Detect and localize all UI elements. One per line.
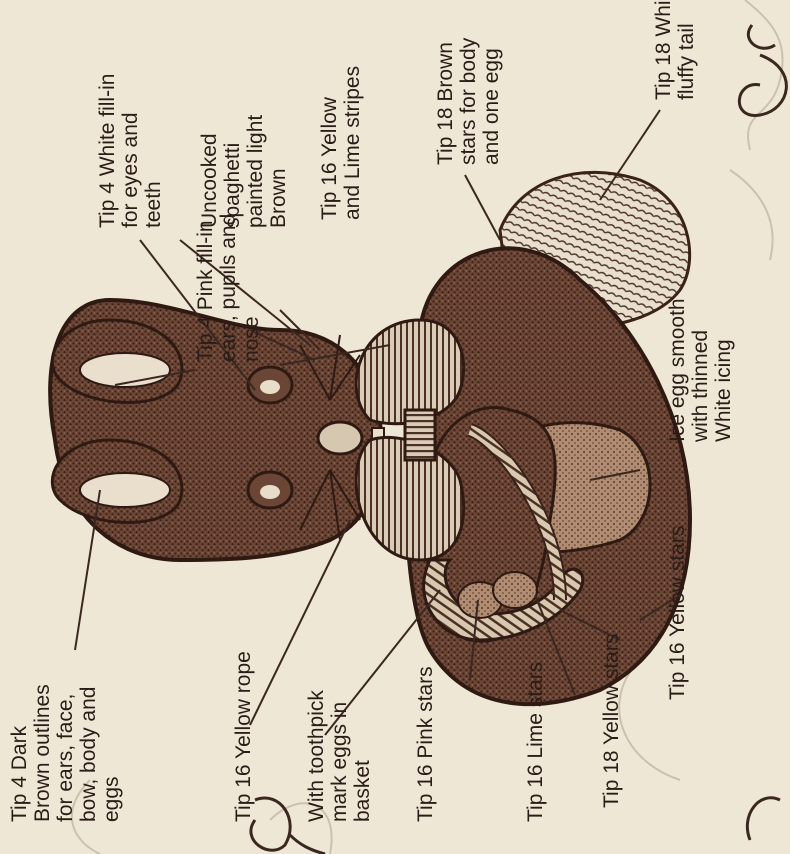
leader-white-tail <box>600 110 660 200</box>
leader-brown-stars <box>465 175 500 240</box>
leader-yellow-lime-stripes <box>280 345 390 365</box>
leader-dark-brown-outlines <box>75 490 100 650</box>
leader-pink-stars <box>470 600 478 680</box>
leader-ice-egg <box>590 470 640 480</box>
leader-pink-fill-in <box>115 370 195 385</box>
